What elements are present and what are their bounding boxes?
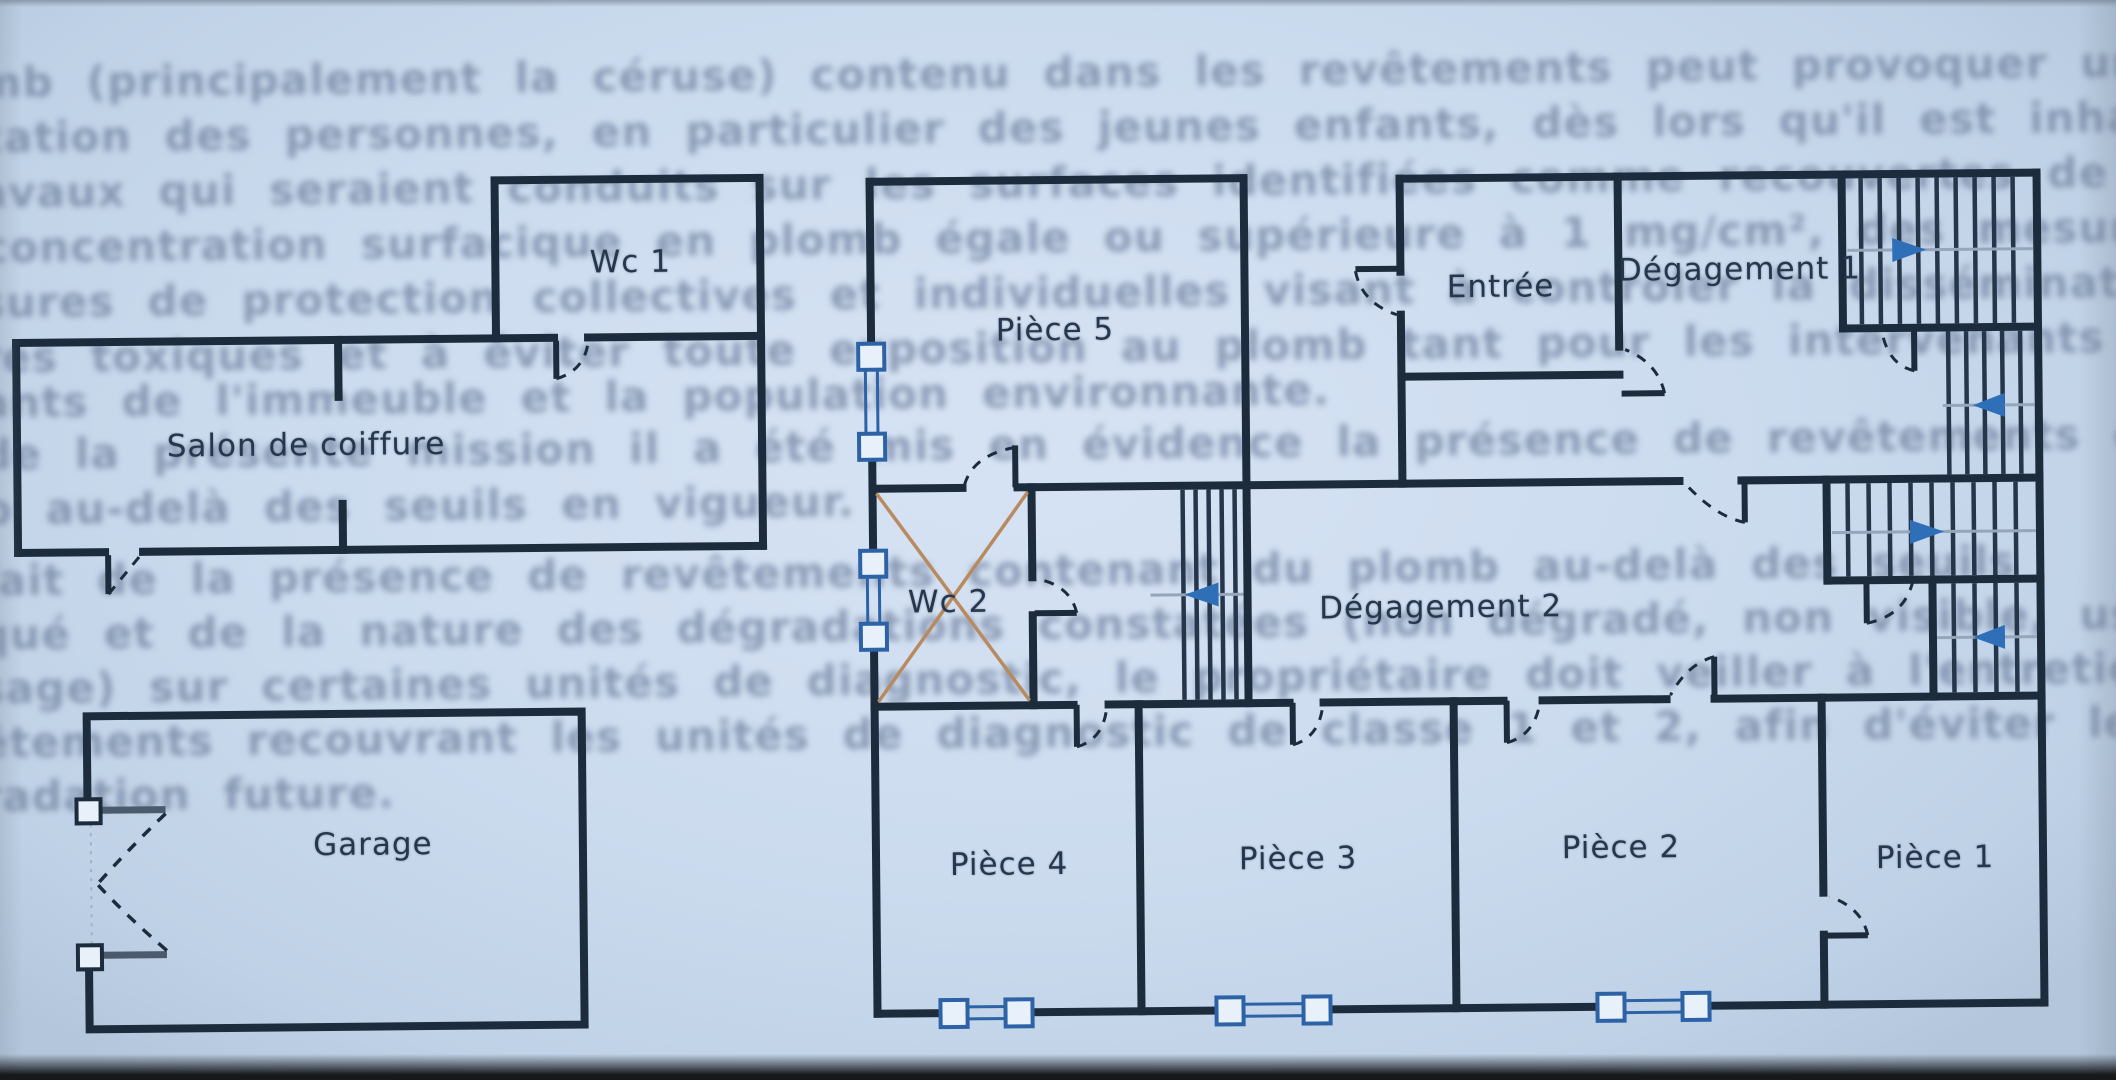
- room-label-wc2: Wc 2: [907, 583, 990, 621]
- stair-arrow-left-icon: [1972, 624, 2006, 649]
- door-entree-degagement1: [1621, 348, 1667, 397]
- stair-arrow-right-icon: [1909, 519, 1944, 544]
- photo-edge-bottom: [0, 1054, 2116, 1080]
- door-wc2: [1034, 577, 1079, 617]
- room-label-entree: Entrée: [1446, 268, 1555, 306]
- door-corridor-piece2-east: [1669, 655, 1718, 699]
- room-label-piece5: Pièce 5: [995, 311, 1115, 349]
- window-piece5-icon: [856, 341, 888, 462]
- photo-edge-left: [0, 0, 22, 1080]
- room-label-piece2: Pièce 2: [1561, 829, 1681, 867]
- room-label-piece4: Pièce 4: [949, 845, 1069, 884]
- door-salon-exterior: [105, 554, 142, 596]
- door-piece1: [1825, 895, 1870, 939]
- stairs-corridor-mid: [1150, 489, 1244, 700]
- wc2-cross-icon: [875, 491, 1031, 703]
- photo-edge-top: [0, 0, 2116, 7]
- room-label-garage: Garage: [312, 826, 433, 864]
- room-label-piece1: Pièce 1: [1875, 839, 1995, 877]
- window-piece3-icon: [1214, 994, 1333, 1027]
- door-entrance: [1353, 265, 1401, 317]
- room-label-salon: Salon de coiffure: [166, 425, 446, 465]
- room-label-piece3: Pièce 3: [1238, 840, 1358, 878]
- walls-main-building: [865, 168, 2049, 1018]
- door-piece5: [963, 445, 1019, 488]
- stair-arrow-left-icon: [1972, 392, 2005, 417]
- room-label-wc1: Wc 1: [589, 243, 672, 281]
- door-hall-degagement2: [1684, 480, 1748, 524]
- window-wc2-icon: [858, 548, 890, 652]
- window-piece4-icon: [938, 997, 1035, 1030]
- walls-garage: [82, 707, 589, 1034]
- door-hinge-icon: [74, 797, 103, 826]
- walls-salon-wc1: [12, 173, 768, 558]
- door-wc1-salon: [553, 340, 590, 381]
- stairs-corridor-right: [1831, 481, 2037, 693]
- stairs-entry-block: [1847, 176, 2035, 475]
- stair-arrow-left-icon: [1184, 582, 1219, 607]
- door-piece4: [1073, 704, 1109, 749]
- window-piece2-icon: [1595, 990, 1712, 1023]
- photo-edge-right: [2078, 0, 2116, 1080]
- room-label-degagement2: Dégagement 2: [1318, 588, 1563, 627]
- door-piece3: [1289, 702, 1325, 747]
- door-piece2: [1503, 700, 1542, 745]
- stair-arrow-right-icon: [1892, 237, 1927, 262]
- door-hinge-icon: [75, 943, 105, 972]
- room-label-degagement1: Dégagement 1: [1617, 250, 1862, 289]
- garage-double-door: [74, 797, 169, 972]
